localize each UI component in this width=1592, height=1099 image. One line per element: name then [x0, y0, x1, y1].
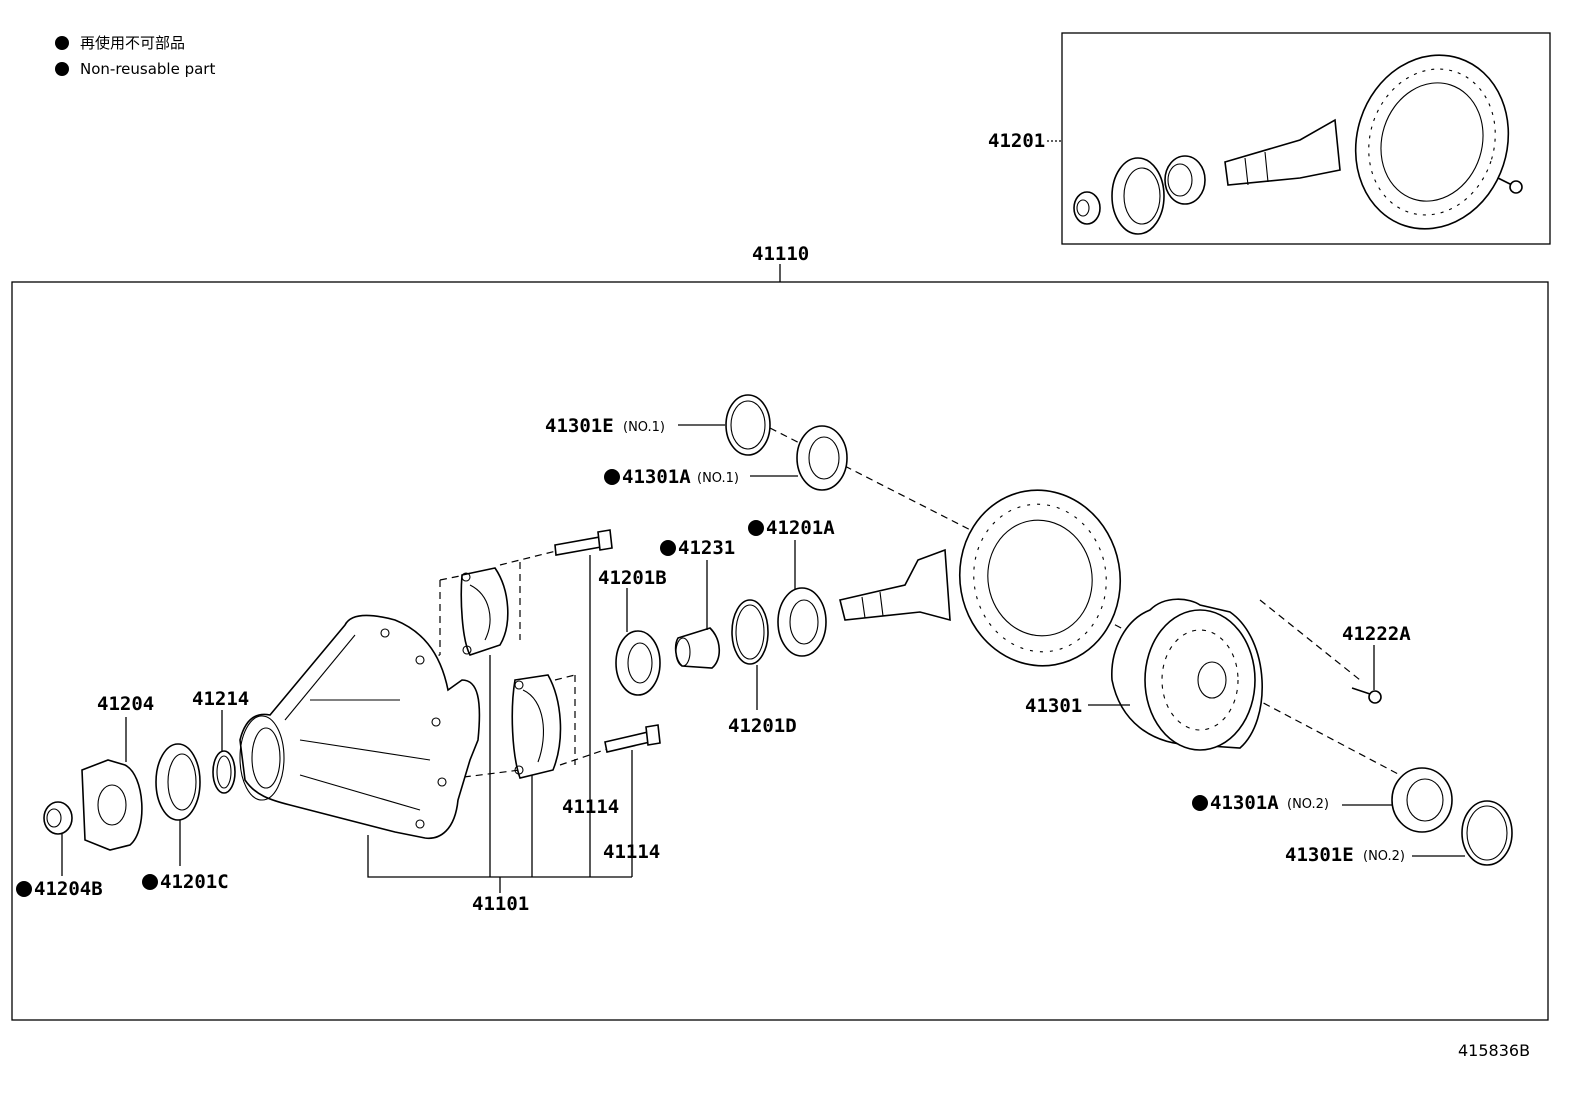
- label-41301E-no1[interactable]: 41301E: [545, 415, 614, 437]
- bolts-41114: [554, 529, 661, 753]
- side-bearings: [725, 394, 1513, 866]
- label-41222A[interactable]: 41222A: [1342, 623, 1411, 645]
- label-41301A-no1[interactable]: 41301A: [622, 466, 691, 488]
- legend-jp: 再使用不可部品: [80, 34, 185, 52]
- non-reusable-dot-icon: [660, 540, 676, 556]
- front-parts: [43, 587, 827, 851]
- label-41301E-no2[interactable]: 41301E: [1285, 844, 1354, 866]
- non-reusable-dot-icon: [748, 520, 764, 536]
- label-41101[interactable]: 41101: [472, 893, 529, 915]
- label-41114-upper[interactable]: 41114: [562, 796, 619, 818]
- diagram-id: 415836B: [1458, 1041, 1530, 1060]
- label-41201C[interactable]: 41201C: [160, 871, 229, 893]
- label-41201-inset[interactable]: 41201: [988, 130, 1045, 152]
- inset-41201: 41201: [988, 32, 1551, 245]
- ring-pinion: [839, 489, 1122, 667]
- non-reusable-dot-icon: [55, 36, 69, 50]
- legend: 再使用不可部品 Non-reusable part: [55, 34, 215, 78]
- leader-lines: [61, 424, 1465, 893]
- label-41301E-no1-sub: (NO.1): [623, 420, 665, 435]
- label-41110[interactable]: 41110: [752, 243, 809, 265]
- label-41301A-no2-sub: (NO.2): [1287, 797, 1329, 812]
- label-41301A-no2[interactable]: 41301A: [1210, 792, 1279, 814]
- label-41201A[interactable]: 41201A: [766, 517, 835, 539]
- part-labels: 41301E (NO.1) 41301A (NO.1) 41231 41201A…: [16, 415, 1411, 915]
- label-41231[interactable]: 41231: [678, 537, 735, 559]
- label-41201B[interactable]: 41201B: [598, 567, 667, 589]
- label-41301E-no2-sub: (NO.2): [1363, 849, 1405, 864]
- label-41301[interactable]: 41301: [1025, 695, 1082, 717]
- diff-case: [1111, 598, 1382, 751]
- label-41201D[interactable]: 41201D: [728, 715, 797, 737]
- label-41204B[interactable]: 41204B: [34, 878, 103, 900]
- label-41301A-no1-sub: (NO.1): [697, 471, 739, 486]
- label-41204[interactable]: 41204: [97, 693, 154, 715]
- non-reusable-dot-icon: [55, 62, 69, 76]
- label-41214[interactable]: 41214: [192, 688, 249, 710]
- label-41114-lower[interactable]: 41114: [603, 841, 660, 863]
- non-reusable-dot-icon: [1192, 795, 1208, 811]
- assembly-41110: 41110: [11, 243, 1549, 1021]
- bearing-caps: [460, 567, 562, 779]
- legend-en: Non-reusable part: [80, 60, 215, 78]
- non-reusable-dot-icon: [16, 881, 32, 897]
- carrier-housing: [239, 614, 481, 839]
- non-reusable-dot-icon: [604, 469, 620, 485]
- non-reusable-dot-icon: [142, 874, 158, 890]
